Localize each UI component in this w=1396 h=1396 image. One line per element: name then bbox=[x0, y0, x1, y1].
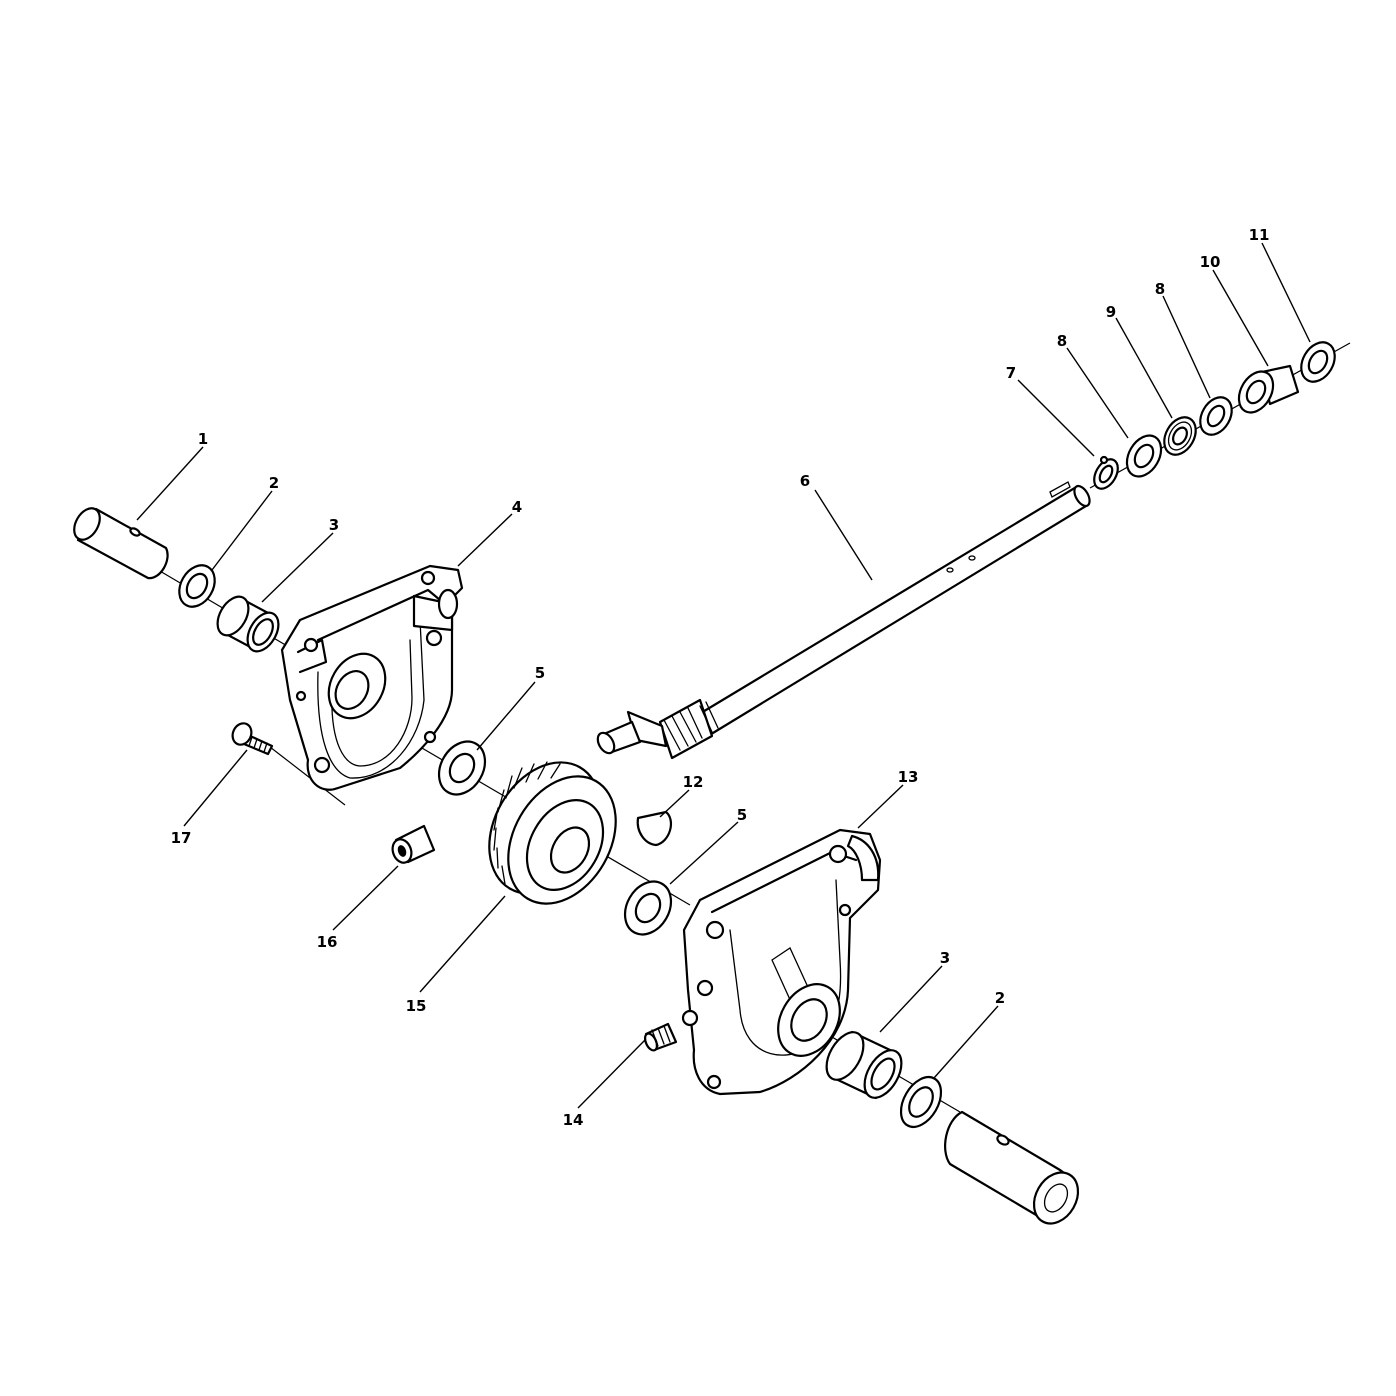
callout-17: 17 bbox=[171, 829, 192, 847]
callout-6: 6 bbox=[800, 472, 810, 490]
callout-12: 12 bbox=[683, 773, 704, 791]
callout-15: 15 bbox=[406, 997, 427, 1015]
callout-13: 13 bbox=[898, 768, 919, 786]
callout-2-upper: 2 bbox=[269, 474, 279, 492]
callout-3-upper: 3 bbox=[329, 516, 339, 534]
part-4-housing-left bbox=[280, 564, 464, 791]
callout-labels: 1 2 3 4 5 6 7 8 9 8 10 11 12 13 5 3 2 14… bbox=[171, 226, 1270, 1129]
callout-10: 10 bbox=[1200, 253, 1221, 271]
part-17-screw bbox=[231, 722, 274, 756]
part-5-washer-left bbox=[437, 740, 487, 796]
part-15-helical-gear bbox=[488, 761, 617, 905]
callout-16: 16 bbox=[317, 933, 338, 951]
callout-5-left: 5 bbox=[535, 664, 545, 682]
part-13-housing-right bbox=[681, 828, 882, 1096]
part-10-flanged-bushing bbox=[1237, 364, 1300, 414]
callout-5-right: 5 bbox=[737, 806, 747, 824]
callout-4: 4 bbox=[512, 498, 522, 516]
part-7-clip bbox=[1093, 455, 1119, 490]
callout-7: 7 bbox=[1006, 364, 1016, 382]
part-16-spacer bbox=[391, 824, 436, 864]
callout-3-lower: 3 bbox=[940, 949, 950, 967]
part-8-washer-b bbox=[1199, 396, 1233, 436]
callout-14: 14 bbox=[563, 1111, 584, 1129]
part-3-bushing-lower bbox=[825, 1030, 903, 1100]
part-9-thrust-bearing bbox=[1163, 416, 1197, 456]
part-12-key bbox=[636, 810, 673, 847]
part-pin-lower bbox=[944, 1110, 1080, 1225]
callout-8-b: 8 bbox=[1155, 280, 1165, 298]
callout-11: 11 bbox=[1249, 226, 1270, 244]
callout-9: 9 bbox=[1106, 303, 1116, 321]
part-1-pin bbox=[73, 507, 169, 580]
part-2-washer-upper bbox=[178, 564, 216, 608]
leader-lines bbox=[136, 242, 1311, 1109]
part-3-bushing-upper bbox=[216, 595, 280, 653]
part-2-washer-lower bbox=[899, 1076, 943, 1128]
part-14-set-screw bbox=[643, 1022, 678, 1052]
callout-1: 1 bbox=[198, 430, 208, 448]
part-6-shaft bbox=[596, 481, 1091, 760]
callout-8-a: 8 bbox=[1057, 332, 1067, 350]
callout-2-lower: 2 bbox=[995, 989, 1005, 1007]
part-11-washer bbox=[1300, 341, 1336, 383]
part-5-washer-right bbox=[623, 880, 673, 936]
part-8-washer-a bbox=[1125, 434, 1163, 478]
